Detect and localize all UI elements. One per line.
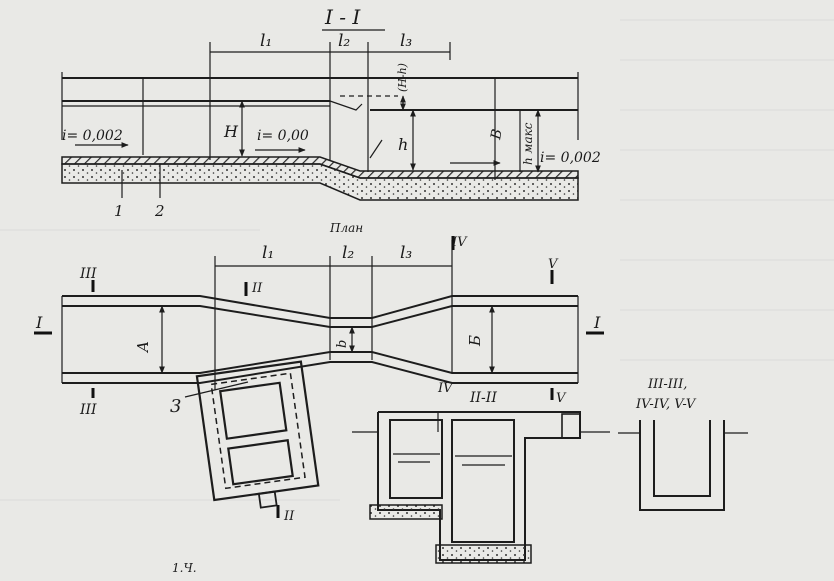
detail-III-title-1: III-III, [647, 377, 687, 392]
cut-III-bottom-label: III [79, 402, 97, 418]
cut-I-right-label: I [593, 313, 601, 332]
detail-II-title: II-II [469, 390, 497, 406]
channel-concrete-base [61, 163, 579, 201]
intake-chamber-1 [218, 381, 288, 440]
plan-wall-bottom-outer [62, 361, 578, 384]
detail-II-base-left [369, 504, 443, 520]
detail-III-III: III-III, IV-IV, V-V [618, 377, 748, 511]
slope-in-label: i= 0,002 [62, 128, 123, 144]
cut-V-top-label: V [548, 257, 559, 272]
intake-structure [195, 360, 320, 509]
cut-IV-bottom-label: IV [437, 381, 454, 396]
detail-III-title-2: IV-IV, V-V [635, 397, 697, 412]
callout-2: 2 [154, 202, 165, 220]
cut-II-bottom-label: II [283, 509, 295, 524]
detail-II-chamber-right [451, 419, 515, 543]
section-dim-l1: l₁ [260, 31, 272, 51]
depth-B-label: B [488, 128, 506, 142]
cut-II-top-label: II [251, 281, 263, 296]
intake-outlet [257, 490, 278, 509]
depth-diff-label: (H-h) [396, 63, 409, 92]
water-drop [329, 100, 363, 111]
plan-dim-l1: l₁ [262, 243, 274, 263]
plan-dim-l2: l₂ [342, 243, 354, 263]
plan-wall-top-outer [62, 295, 578, 319]
detail-III-inner [653, 420, 711, 497]
depth-h-label: h [398, 135, 408, 154]
section-dim-l3: l₃ [400, 31, 412, 51]
cut-I-left-label: I [35, 313, 43, 332]
width-A-label: A [134, 341, 152, 354]
detail-II-pipe [561, 413, 581, 439]
depth-H-label: H [223, 122, 239, 141]
intake-dashed [210, 372, 306, 490]
width-B-label: Б [466, 335, 484, 347]
plan-wall-bottom-inner [62, 351, 578, 374]
plan-view: План l₁ l₂ l₃ A b Б III III II IV IV [34, 221, 604, 524]
depth-hmax-label: h макс [521, 122, 535, 165]
cut-III-top-label: III [79, 266, 97, 282]
corner-mark: 1.Ч. [172, 561, 197, 575]
scan-texture [0, 19, 834, 501]
detail-II-base-right [435, 544, 532, 564]
cut-V-bottom-label: V [556, 391, 567, 406]
section-dim-l2: l₂ [338, 31, 350, 51]
hydraulic-jump-mark [369, 139, 383, 159]
section-view: I - I l₁ l₂ l₃ H h (H-h) B [61, 5, 601, 220]
detail-II-chamber-left [389, 419, 443, 499]
section-title: I - I [324, 5, 361, 29]
cut-IV-top-label: IV [451, 235, 468, 250]
intake-chamber-2 [227, 439, 294, 486]
callout-3: 3 [170, 396, 181, 417]
slope-out-label: i= 0,002 [540, 150, 601, 166]
callout-1: 1 [114, 202, 124, 220]
detail-II-II: II-II [352, 390, 610, 564]
plan-title: План [329, 221, 363, 235]
plan-dim-l3: l₃ [400, 243, 412, 263]
callout-3-leader [184, 381, 249, 398]
detail-II-outer [377, 411, 581, 561]
detail-III-outer [639, 420, 725, 511]
width-b-label: b [335, 340, 350, 348]
slope-mid-label: i= 0,00 [257, 128, 309, 144]
